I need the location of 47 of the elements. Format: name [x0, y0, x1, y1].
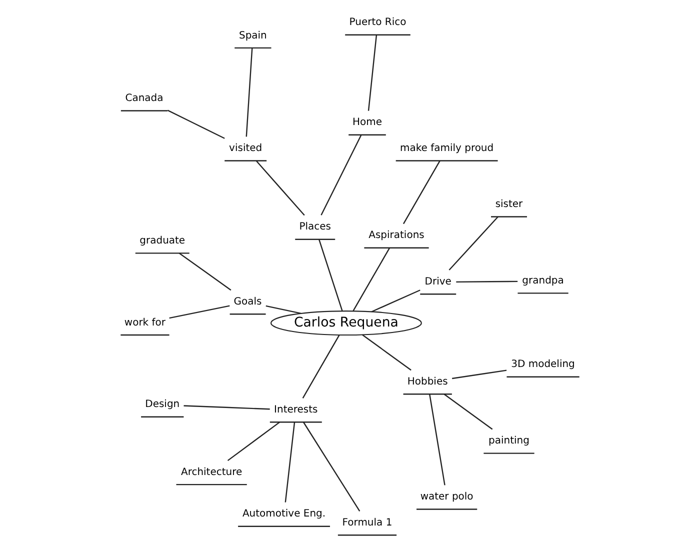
- connector: [444, 394, 493, 430]
- node-text: Aspirations: [368, 230, 424, 242]
- connector: [256, 160, 305, 216]
- node-text: Goals: [234, 296, 262, 308]
- node-text: water polo: [420, 492, 474, 503]
- connector: [320, 134, 362, 216]
- connector: [402, 160, 440, 224]
- connector: [284, 422, 296, 502]
- connector: [318, 239, 343, 312]
- connector: [184, 405, 270, 410]
- node-text: Architecture: [180, 466, 242, 478]
- node-ellipse: Carlos Requena: [270, 310, 422, 336]
- node-text: Home: [352, 117, 382, 128]
- node-text: painting: [488, 436, 530, 447]
- node-text: Design: [145, 399, 180, 410]
- node-text: Spain: [238, 30, 267, 42]
- node-text: Hobbies: [407, 376, 448, 388]
- node-text: Canada: [125, 93, 164, 104]
- node-text: Drive: [424, 276, 452, 288]
- connector: [246, 48, 253, 137]
- node-text: Interests: [274, 404, 318, 416]
- connector: [452, 370, 507, 380]
- connector: [371, 290, 420, 312]
- node-text: make family proud: [400, 143, 494, 154]
- connector: [429, 394, 446, 486]
- node-text: 3D modeling: [511, 359, 575, 370]
- connector: [169, 305, 230, 319]
- connector: [303, 422, 360, 512]
- connector: [368, 34, 378, 111]
- node-text: Formula 1: [342, 517, 392, 528]
- connector: [178, 252, 232, 291]
- node-text: visited: [229, 143, 262, 154]
- connector: [448, 216, 498, 270]
- connector: [456, 280, 518, 283]
- connector: [227, 422, 280, 462]
- node-text: Puerto Rico: [349, 17, 406, 28]
- node-text: work for: [124, 317, 166, 328]
- node-text: Places: [299, 222, 331, 233]
- connector: [167, 110, 225, 139]
- connector: [302, 334, 340, 398]
- node-text: grandpa: [522, 276, 564, 287]
- node-text: Automotive Eng.: [242, 508, 326, 520]
- node-text: sister: [495, 199, 523, 210]
- connector: [362, 334, 412, 371]
- connector: [352, 248, 390, 312]
- connector: [266, 305, 302, 314]
- node-text: graduate: [140, 236, 186, 247]
